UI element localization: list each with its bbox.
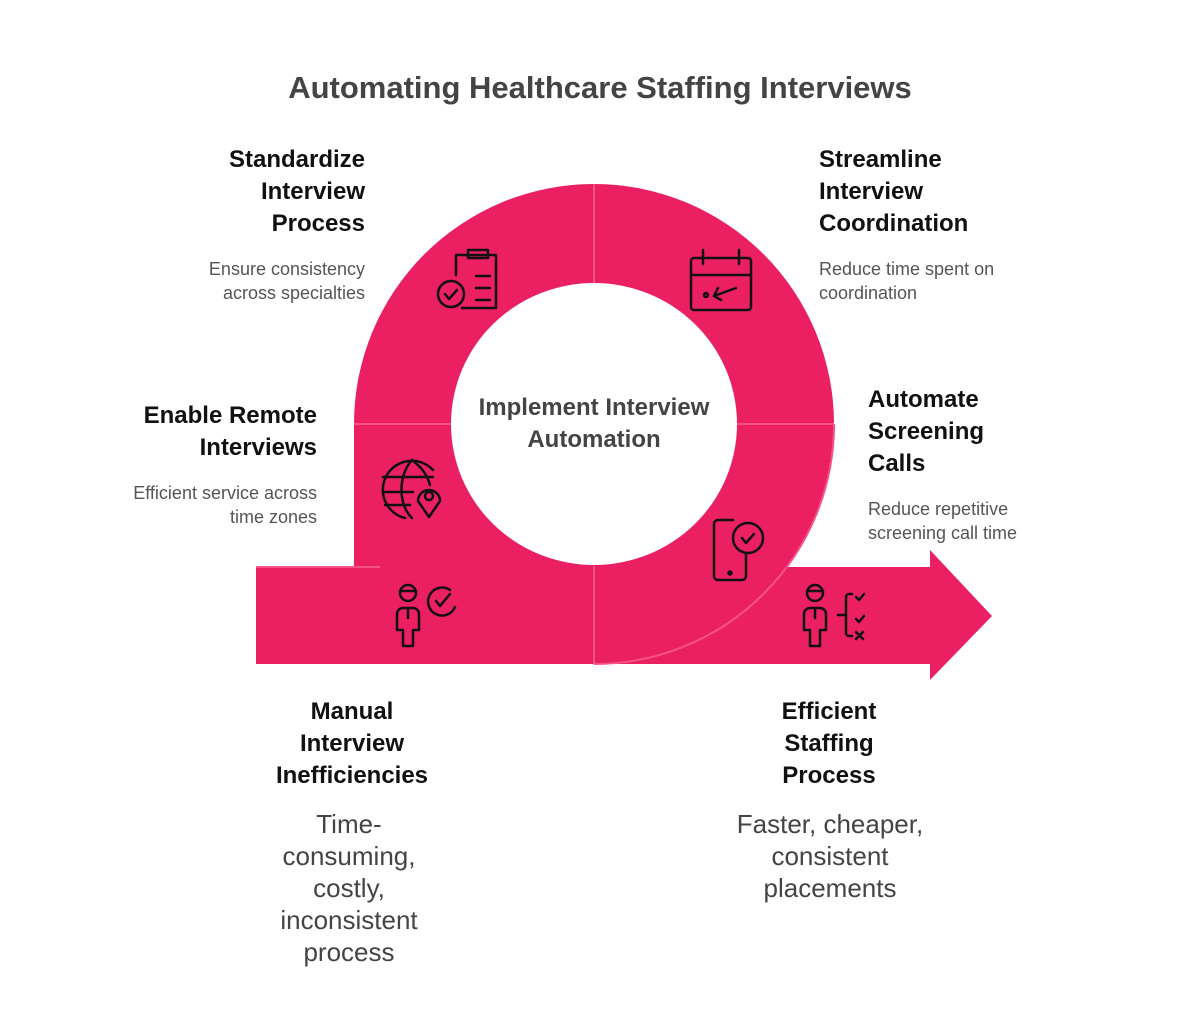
globe-location-icon (381, 458, 442, 520)
step-remote-desc: Efficient service across time zones (133, 483, 317, 527)
step-standardize-desc: Ensure consistency across specialties (208, 259, 365, 303)
person-checklist-icon (802, 583, 866, 648)
person-check-icon (395, 583, 457, 648)
center-label: Implement Interview Automation (478, 394, 710, 453)
end-desc: Faster, cheaper, consistent placements (736, 809, 924, 903)
step-streamline-title: Streamline Interview Coordination (819, 146, 969, 237)
clipboard-check-icon (436, 248, 498, 310)
step-remote-title: Enable Remote Interviews (143, 402, 317, 461)
step-screening-desc: Reduce repetitive screening call time (868, 499, 1018, 543)
phone-check-icon (712, 518, 765, 582)
start-desc: Time-consuming, costly, inconsistent pro… (280, 809, 418, 967)
arrow-bar (256, 550, 992, 680)
step-screening-title: Automate Screening Calls (868, 386, 985, 477)
diagram-title: Automating Healthcare Staffing Interview… (288, 70, 912, 105)
step-streamline-desc: Reduce time spent on coordination (819, 259, 995, 303)
calendar-icon (689, 248, 753, 312)
start-title: Manual Interview Inefficiencies (275, 698, 429, 789)
step-standardize-title: Standardize Interview Process (228, 146, 365, 237)
end-title: Efficient Staffing Process (781, 698, 877, 789)
dividers (256, 184, 835, 665)
